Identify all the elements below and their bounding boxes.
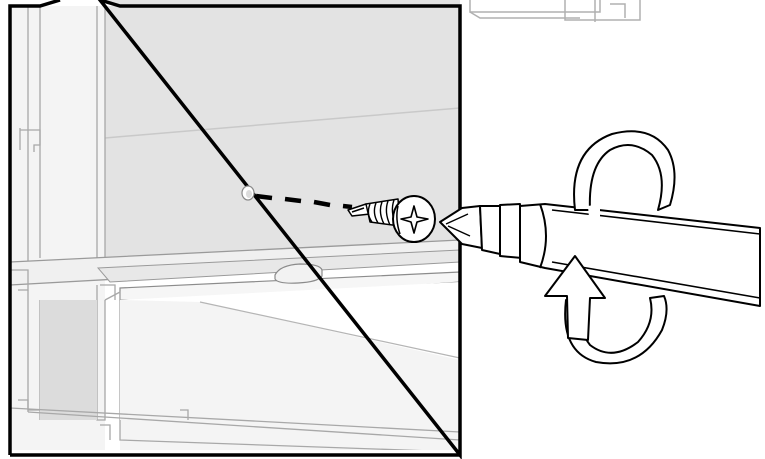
frame-profile [10,0,460,450]
screwdriver [439,203,761,307]
self-drilling-screw [347,195,436,243]
rotation-arrow [544,130,676,365]
alignment-dashes [255,193,353,210]
pilot-hole [241,185,255,201]
detail-box [8,0,462,459]
background-frame-part [469,0,641,22]
